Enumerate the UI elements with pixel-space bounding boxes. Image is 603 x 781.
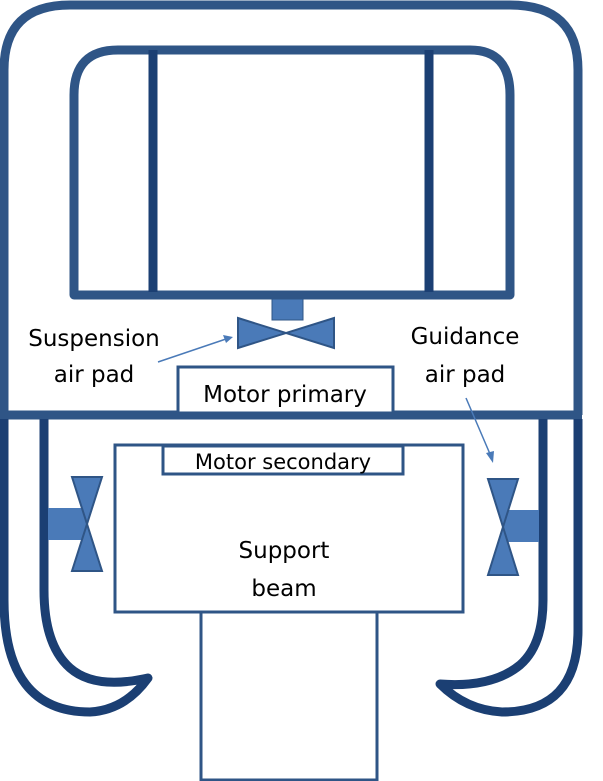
suspension-arrowhead-icon [223,335,233,343]
support-beam-label-line1: Support [239,538,330,564]
guidance-arrowhead-icon [486,451,494,463]
left-guidance-pad-stem [48,508,86,540]
motor-secondary-label: Motor secondary [195,450,371,474]
motor-secondary-box [161,444,405,476]
right-hook-arm [435,419,583,717]
guidance-arrow [465,397,491,455]
suspension-pad-stem [271,298,304,321]
support-beam-label-line2: beam [251,576,316,602]
suspension-arrow [157,338,227,363]
guidance-label-line2: air pad [425,362,506,388]
suspension-air-pad-icon [237,316,335,350]
guidance-label-line1: Guidance [411,324,520,350]
motor-primary-label: Motor primary [203,382,367,408]
support-beam-column [199,610,379,781]
right-guidance-air-pad-icon [486,478,520,576]
vehicle-outer-shell [0,0,583,415]
motor-primary-box [176,365,395,415]
suspension-label-line2: air pad [54,362,135,388]
suspension-label-line1: Suspension [28,326,160,352]
left-guidance-air-pad-icon [70,476,104,572]
right-guidance-pad-stem [503,510,539,542]
left-hook-arm [0,419,153,717]
passenger-cabin [69,45,515,300]
